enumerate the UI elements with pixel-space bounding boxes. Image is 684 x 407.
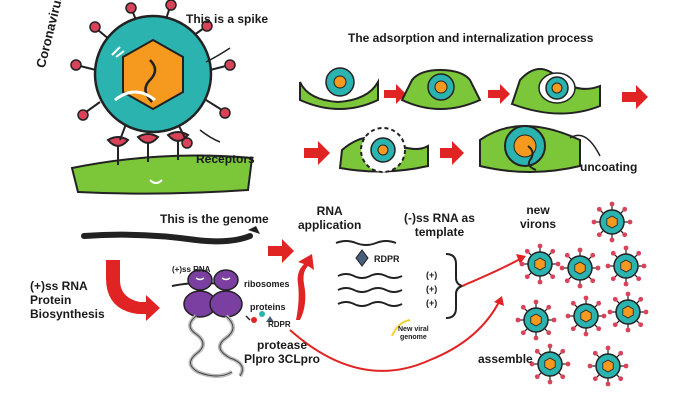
spike-pointer-arrow (205, 47, 231, 63)
assemble-curve (289, 299, 501, 372)
adsorption-stage-1 (299, 67, 379, 110)
rdpr-top-label: RDPR (374, 254, 400, 264)
assemble-curve-head (494, 296, 504, 306)
adsorption-title: The adsorption and internalization proce… (348, 31, 594, 45)
new-viral-genome-label: New viral genome (398, 326, 429, 342)
flow-arrow (622, 85, 648, 109)
new-genome-pointer (391, 319, 411, 337)
viron-icon (565, 295, 607, 337)
assemble-label: assemble (478, 352, 533, 366)
viron-icon (607, 291, 649, 333)
viron-icon (519, 243, 561, 285)
genome-head (248, 226, 260, 234)
new-virons-label: new virons (520, 203, 557, 231)
flow-arrow (488, 84, 510, 104)
rna-application-arrow (296, 254, 314, 320)
rna-application-label: RNA application (298, 204, 362, 232)
rdpr-diamond (355, 249, 369, 267)
adsorption-stage-5 (479, 125, 581, 173)
plus-label-2: (+) (426, 284, 438, 294)
to-virons-arrow (461, 257, 523, 287)
new-virons-group (515, 201, 649, 387)
ribosomes-label: ribosomes (244, 279, 290, 289)
flow-arrow (304, 141, 330, 165)
uncoating-label: uncoating (580, 160, 638, 174)
strand-brace (445, 253, 466, 319)
polypeptide-chains (188, 314, 245, 378)
to-virons-arrow-head (516, 254, 526, 264)
plus-label-1: (+) (426, 270, 438, 280)
adsorption-stage-3 (510, 68, 601, 115)
polypeptide-chain-outline (189, 315, 243, 377)
rna-protein-label: (+)ss RNA Protein Biosynthesis (30, 279, 105, 321)
genome-strand (81, 231, 253, 245)
uncoating-pointer-arrow (569, 134, 601, 157)
plus-label-3: (+) (426, 298, 438, 308)
spike-label: This is a spike (186, 12, 269, 26)
receptor-pointer-arrow (199, 129, 221, 143)
neg-rna-strand (335, 240, 397, 246)
viron-icon (515, 299, 557, 341)
coronavirus-big (70, 0, 236, 149)
flow-arrow (384, 84, 406, 104)
viron-icon (587, 345, 629, 387)
receptors-label: Receptors (196, 152, 255, 166)
viron-icon (591, 201, 633, 243)
genome-label: This is the genome (160, 212, 269, 226)
adsorption-stage-4 (338, 127, 429, 173)
viron-icon (605, 245, 647, 287)
pos-rna-strands (337, 273, 403, 307)
rdpr-bottom-label: RDPR (268, 320, 291, 329)
genome-right-arrow (268, 239, 294, 263)
protease-label: protease Plpro 3CLpro (244, 338, 321, 366)
proteins-label: proteins (250, 302, 286, 312)
adsorption-stage-2 (400, 68, 482, 110)
viron-icon (559, 247, 601, 289)
receptor-membrane (70, 154, 254, 195)
neg-template-label: (-)ss RNA as template (404, 211, 475, 239)
ribosome-complex (171, 269, 243, 318)
synthesis-down-arrow (106, 260, 160, 321)
viron-icon (529, 343, 571, 385)
ss-rna-small-label: (+)ss RNA (172, 265, 211, 274)
flow-arrow (440, 141, 464, 165)
protein-dots (245, 311, 274, 323)
